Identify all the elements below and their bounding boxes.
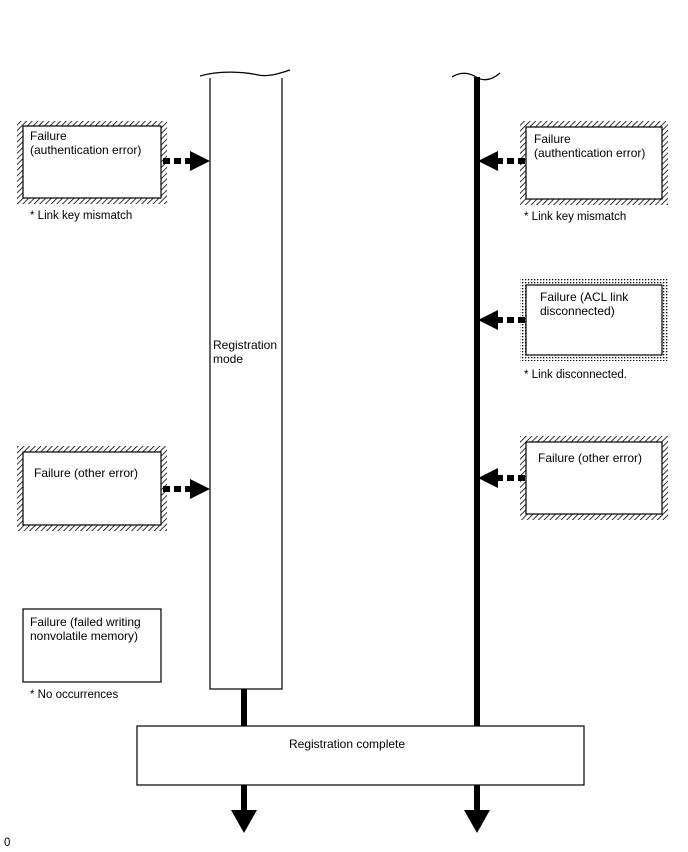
left-other-failure-line1: Failure (other error) <box>34 466 138 480</box>
right-auth-failure-box: Failure (authentication error) <box>520 121 668 205</box>
right-other-dashed-arrow <box>478 468 526 488</box>
registration-mode-label-line1: Registration <box>213 338 277 352</box>
left-nvm-failure-line1: Failure (failed writing <box>30 615 141 629</box>
left-down-arrow <box>231 785 257 833</box>
right-auth-failure-note: * Link key mismatch <box>524 211 626 223</box>
right-other-failure-box: Failure (other error) <box>520 436 668 520</box>
left-auth-failure-line1: Failure <box>30 129 67 143</box>
right-auth-failure-line2: (authentication error) <box>534 146 645 160</box>
right-down-arrow <box>464 785 490 833</box>
left-nvm-failure-line2: nonvolatile memory) <box>30 629 138 643</box>
left-nvm-failure-note: * No occurrences <box>30 689 118 701</box>
registration-complete-label: Registration complete <box>289 737 405 751</box>
left-auth-failure-line2: (authentication error) <box>30 143 141 157</box>
right-acl-failure-box: Failure (ACL link disconnected) <box>520 279 668 361</box>
registration-mode-column: Registration mode <box>198 66 294 690</box>
left-nvm-failure-box: Failure (failed writing nonvolatile memo… <box>22 608 162 683</box>
left-auth-dashed-arrow <box>163 151 210 171</box>
right-acl-dashed-arrow <box>478 310 526 330</box>
left-other-dashed-arrow <box>163 479 210 499</box>
left-other-failure-box: Failure (other error) <box>17 446 167 531</box>
right-acl-failure-line1: Failure (ACL link <box>540 290 629 304</box>
left-auth-failure-box: Failure (authentication error) <box>17 121 167 204</box>
registration-mode-label-line2: mode <box>213 352 243 366</box>
right-auth-dashed-arrow <box>478 151 526 171</box>
registration-complete-box: Registration complete <box>136 689 585 786</box>
right-auth-failure-line1: Failure <box>534 132 571 146</box>
left-auth-failure-note: * Link key mismatch <box>30 210 132 222</box>
right-flow-line <box>451 72 501 726</box>
corner-mark: 0 <box>4 837 10 849</box>
right-acl-failure-note: * Link disconnected. <box>524 369 627 381</box>
right-acl-failure-line2: disconnected) <box>540 304 615 318</box>
right-other-failure-line1: Failure (other error) <box>538 451 642 465</box>
